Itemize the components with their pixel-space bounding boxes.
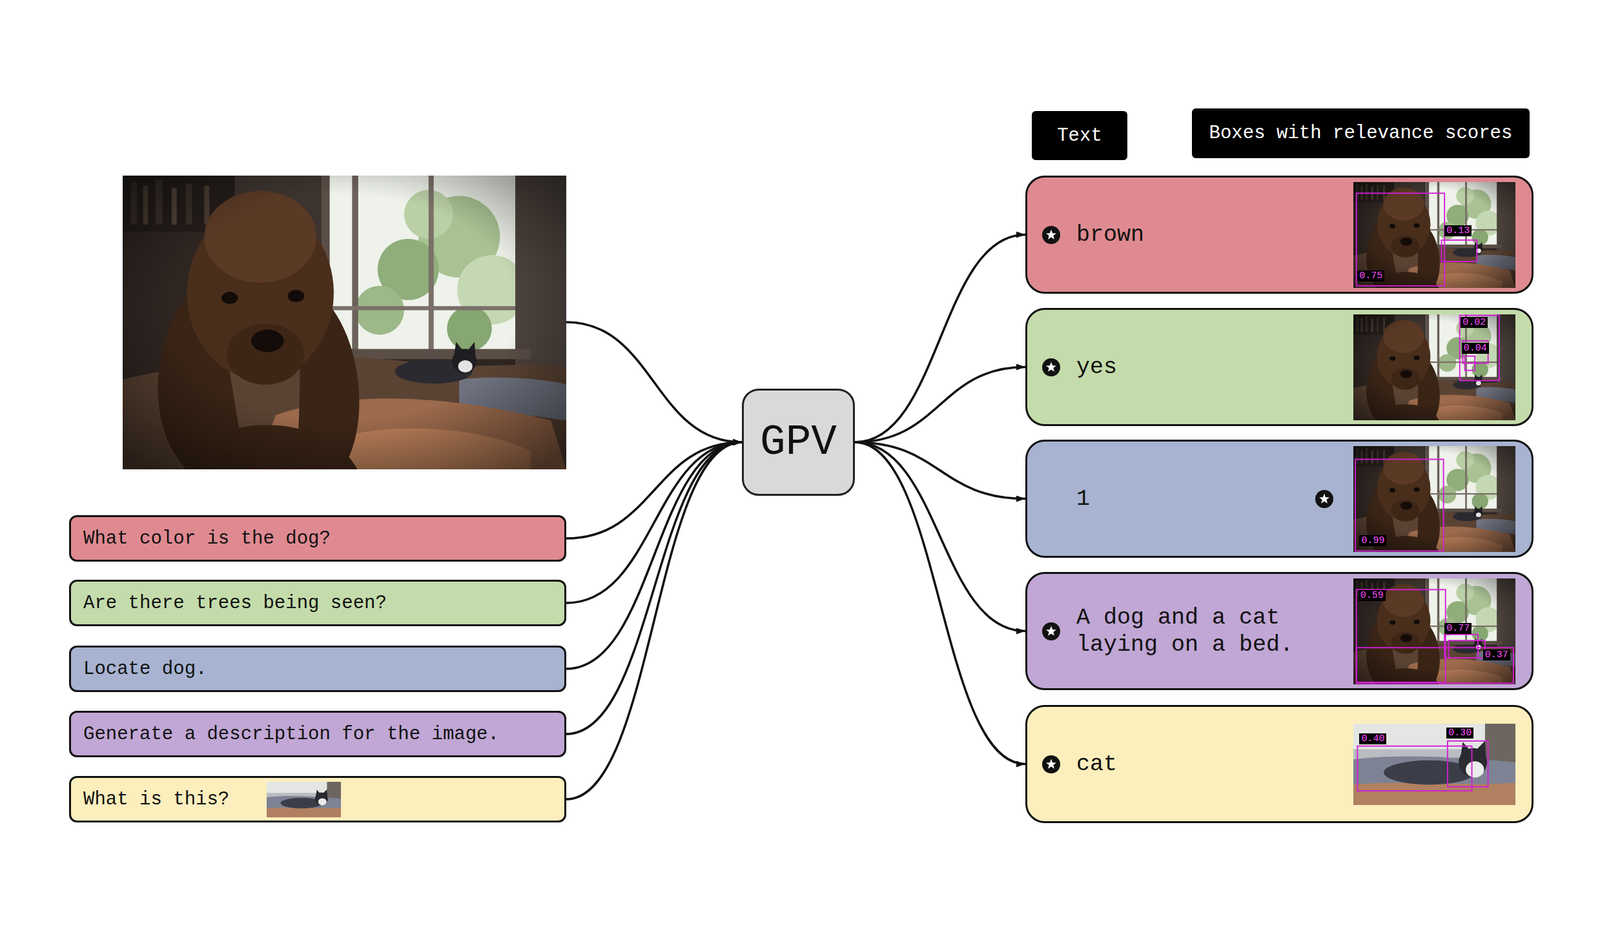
prompt-text: Are there trees being seen? — [83, 592, 387, 615]
relevance-score: 0.02 — [1460, 317, 1488, 329]
thumbnail-image: 0.40 0.30 — [1353, 723, 1516, 806]
star-icon — [1042, 622, 1061, 641]
header-text: Boxes with relevance scores — [1209, 122, 1513, 144]
prompt-text: What is this? — [83, 789, 230, 811]
input-photo — [122, 175, 567, 470]
relevance-score: 0.99 — [1359, 535, 1387, 547]
flow-arrow — [566, 442, 742, 669]
star-icon — [1042, 225, 1061, 245]
flow-arrow — [854, 235, 1026, 443]
prompt-text: Generate a description for the image. — [83, 723, 500, 746]
relevance-score: 0.75 — [1357, 270, 1385, 282]
flow-arrow — [566, 442, 742, 604]
thumbnail-image — [1353, 314, 1516, 421]
thumbnail-image: 0.75 0.13 — [1353, 182, 1516, 288]
relevance-score: 0.59 — [1358, 590, 1386, 602]
star-icon — [1042, 358, 1061, 377]
flow-arrow — [854, 442, 1026, 765]
model-name: GPV — [759, 418, 837, 467]
relevance-score: 0.13 — [1444, 225, 1472, 237]
thumbnail-image — [1353, 723, 1516, 806]
prompt-text: What color is the dog? — [83, 528, 331, 550]
star-icon — [1042, 225, 1061, 245]
star-icon — [1315, 490, 1334, 509]
output-box: 10.99 — [1025, 439, 1534, 558]
relevance-score: 0.40 — [1359, 733, 1387, 745]
prompt-box: What is this? — [69, 776, 567, 823]
star-icon — [1042, 755, 1061, 774]
answer-text: yes — [1076, 353, 1118, 381]
relevance-score: 0.77 — [1444, 623, 1472, 635]
photo-connector — [566, 322, 742, 443]
output-box: A dog and a cat laying on a bed. 0.59 0.77… — [1025, 572, 1534, 691]
thumbnail-image: 0.99 — [1353, 446, 1516, 553]
thumbnail-image — [1353, 578, 1516, 685]
prompt-thumbnail — [266, 781, 341, 818]
answer-text: cat — [1076, 750, 1118, 779]
header-box: Boxes with relevance scores — [1191, 108, 1530, 159]
star-icon — [1042, 622, 1061, 641]
answer-text: brown — [1076, 221, 1145, 249]
model-box: GPV — [741, 388, 855, 496]
thumbnail-image: 0.02 0.04 — [1353, 314, 1516, 421]
relevance-score: 0.37 — [1483, 649, 1511, 661]
thumbnail-image — [1353, 314, 1516, 421]
thumbnail-image — [1353, 446, 1516, 553]
prompt-box: Generate a description for the image. — [69, 710, 567, 758]
flow-arrow — [854, 367, 1026, 443]
header-text: Text — [1056, 125, 1103, 147]
flow-arrow — [566, 442, 742, 800]
thumbnail-image: 0.59 0.77 0.37 — [1353, 578, 1516, 685]
prompt-box: What color is the dog? — [69, 515, 567, 562]
relevance-score: 0.30 — [1446, 727, 1474, 739]
relevance-score: 0.04 — [1461, 342, 1489, 354]
answer-text: A dog and a cat laying on a bed. — [1076, 604, 1348, 659]
prompt-thumbnail — [266, 781, 341, 818]
prompt-box: Are there trees being seen? — [69, 579, 567, 627]
star-icon — [1315, 490, 1334, 509]
prompt-box: Locate dog. — [69, 645, 567, 693]
output-box: yes 0.02 0.04 — [1025, 307, 1534, 427]
star-icon — [1042, 358, 1061, 377]
prompt-text: Locate dog. — [83, 658, 207, 680]
thumbnail-image — [1353, 182, 1516, 288]
header-box: Text — [1031, 111, 1128, 161]
output-box: brown 0.75 0.13 — [1025, 175, 1534, 294]
flow-arrow — [854, 442, 1026, 500]
flow-arrow — [566, 442, 742, 735]
output-box: cat 0.40 0.30 — [1025, 705, 1534, 824]
star-icon — [1042, 755, 1061, 774]
answer-text: 1 — [1076, 485, 1090, 513]
input-photo — [122, 175, 567, 470]
